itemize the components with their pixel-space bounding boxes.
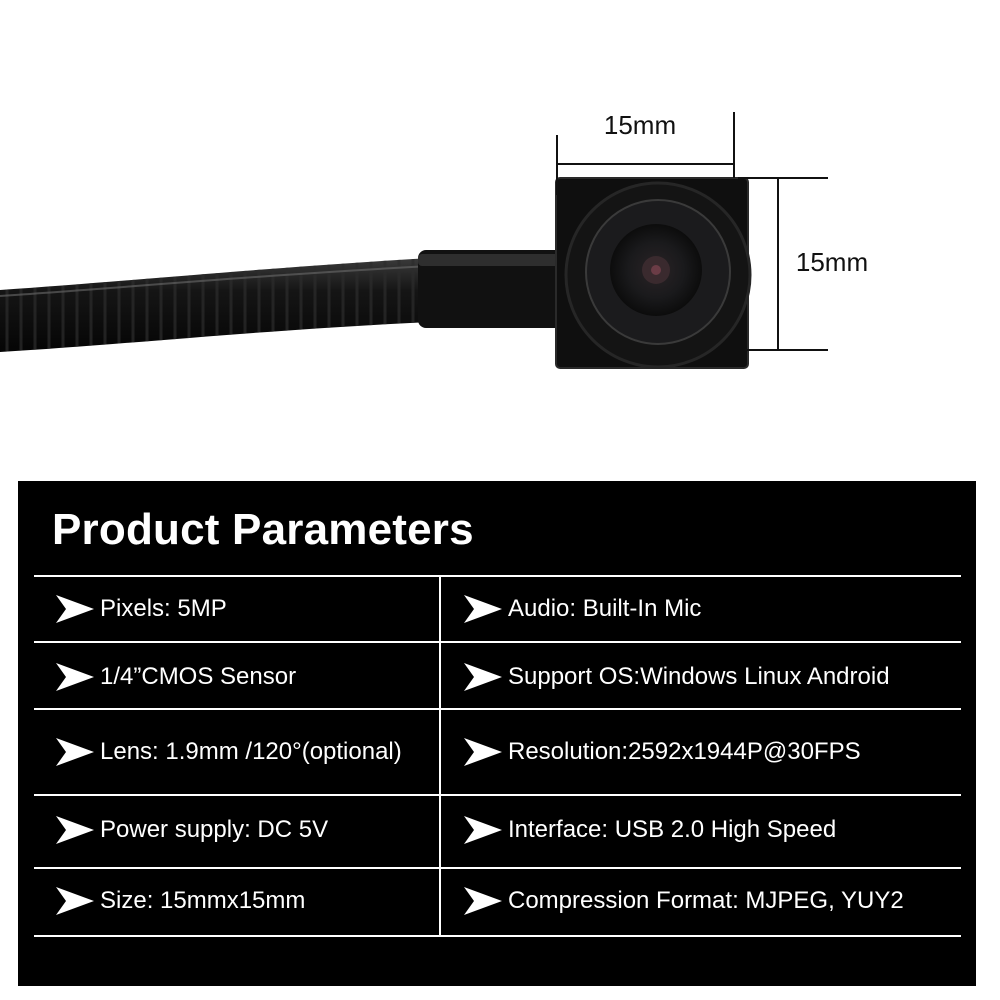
panel-title: Product Parameters xyxy=(52,505,474,554)
param-pixels: Pixels: 5MP xyxy=(54,595,227,623)
param-sensor: 1/4”CMOS Sensor xyxy=(54,663,296,691)
height-dimension: 15mm xyxy=(738,177,868,351)
connector-sleeve xyxy=(418,250,566,328)
row-divider xyxy=(34,935,961,937)
product-photo: 15mm 15mm xyxy=(0,110,868,369)
camera-module xyxy=(555,177,752,369)
param-text: Interface: USB 2.0 High Speed xyxy=(508,816,837,843)
row-divider xyxy=(34,641,961,643)
param-text: Support OS:Windows Linux Android xyxy=(508,663,890,690)
arrow-icon xyxy=(56,816,94,844)
param-audio: Audio: Built-In Mic xyxy=(462,595,701,623)
param-text: 1/4”CMOS Sensor xyxy=(100,663,297,690)
row-divider xyxy=(34,867,961,869)
param-support-os: Support OS:Windows Linux Android xyxy=(462,663,890,691)
column-divider xyxy=(439,575,441,937)
param-text: Resolution:2592x1944P@30FPS xyxy=(508,738,861,765)
param-compression-format: Compression Format: MJPEG, YUY2 xyxy=(462,887,904,915)
gooseneck-hose xyxy=(0,258,431,352)
product-parameters-panel: Product Parameters Pixels: 5MP Audio: Bu… xyxy=(18,481,976,986)
height-label: 15mm xyxy=(796,247,868,277)
arrow-icon xyxy=(56,738,94,766)
param-text: Compression Format: MJPEG, YUY2 xyxy=(508,887,904,914)
arrow-icon xyxy=(464,595,502,623)
param-lens: Lens: 1.9mm /120°(optional) xyxy=(54,738,402,766)
param-power-supply: Power supply: DC 5V xyxy=(54,816,328,844)
arrow-icon xyxy=(56,887,94,915)
width-label: 15mm xyxy=(604,110,676,140)
arrow-icon xyxy=(56,663,94,691)
param-text: Size: 15mmx15mm xyxy=(100,887,306,914)
row-divider xyxy=(34,708,961,710)
row-divider xyxy=(34,575,961,577)
param-text: Lens: 1.9mm /120°(optional) xyxy=(100,738,402,765)
arrow-icon xyxy=(464,816,502,844)
width-dimension: 15mm xyxy=(556,110,735,195)
param-text: Power supply: DC 5V xyxy=(100,816,329,843)
arrow-icon xyxy=(56,595,94,623)
param-text: Audio: Built-In Mic xyxy=(508,595,702,622)
param-size: Size: 15mmx15mm xyxy=(54,887,305,915)
param-interface: Interface: USB 2.0 High Speed xyxy=(462,816,836,844)
arrow-icon xyxy=(464,663,502,691)
param-resolution: Resolution:2592x1944P@30FPS xyxy=(462,738,861,766)
row-divider xyxy=(34,794,961,796)
param-text: Pixels: 5MP xyxy=(100,595,227,622)
arrow-icon xyxy=(464,887,502,915)
arrow-icon xyxy=(464,738,502,766)
